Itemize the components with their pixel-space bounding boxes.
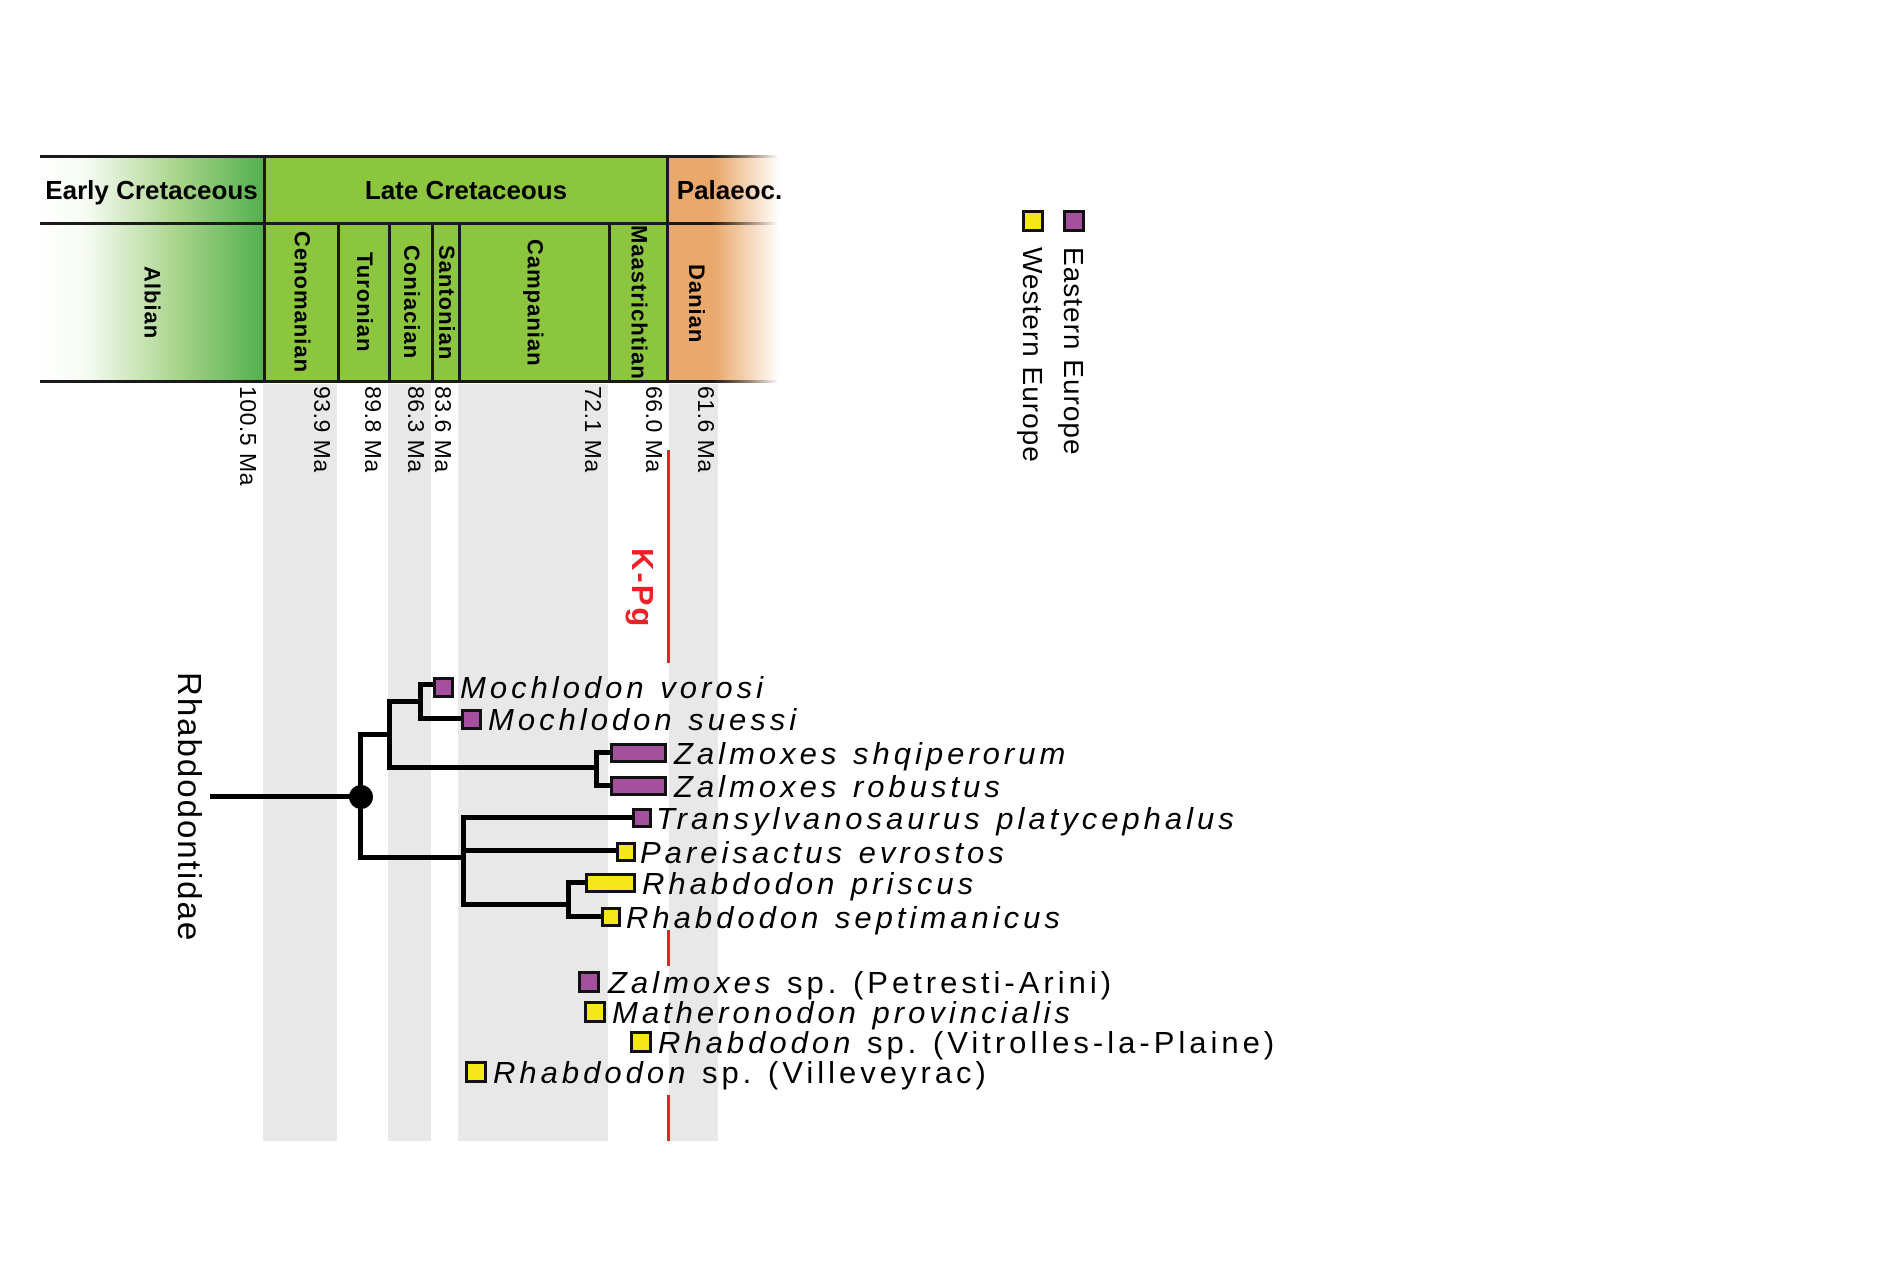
stage-cell-coniacian: Coniacian xyxy=(388,225,431,383)
tick-label: 61.6 Ma xyxy=(693,386,719,473)
stage-label: Coniacian xyxy=(399,245,424,360)
occurrence-label-matheronodon: Matheronodon provincialis xyxy=(612,995,1074,1031)
occurrence-genus: Rhabdodon xyxy=(493,1055,690,1090)
branch-vertical xyxy=(461,815,466,907)
occurrence-genus: Matheronodon provincialis xyxy=(612,995,1074,1030)
branch-vertical xyxy=(594,750,599,788)
branch-rhabdodon-clade xyxy=(461,902,568,907)
branch-vertical xyxy=(418,682,423,721)
timescale-border-fade xyxy=(669,155,790,158)
branch-rhabdodon-septimanicus xyxy=(566,914,604,919)
tip-label-rhabdodon-priscus: Rhabdodon priscus xyxy=(642,866,978,901)
stage-label: Turonian xyxy=(352,252,377,353)
branch-vertical xyxy=(387,699,392,770)
stage-cell-cenomanian: Cenomanian xyxy=(263,225,337,383)
marker-rhabdodon-villeveyrac xyxy=(465,1061,487,1083)
period-cell-palaeocene: Palaeoc. xyxy=(669,155,790,225)
clade-label: Rhabdodontidae xyxy=(171,672,208,943)
tick-label: 72.1 Ma xyxy=(580,386,606,473)
tick-label: 100.5 Ma xyxy=(235,386,261,486)
marker-rhabdodon-septimanicus xyxy=(601,907,621,927)
period-label: Early Cretaceous xyxy=(45,174,258,205)
branch xyxy=(361,732,390,737)
tip-label-zalmoxes-shqiperorum: Zalmoxes shqiperorum xyxy=(674,736,1070,771)
branch-transylvanosaurus xyxy=(461,815,635,820)
tip-label-zalmoxes-robustus: Zalmoxes robustus xyxy=(674,769,1004,804)
branch-zalmoxes-robustus xyxy=(594,783,613,788)
branch-pareisactus xyxy=(461,848,619,853)
tick-label: 86.3 Ma xyxy=(403,386,429,473)
kpg-line-segment xyxy=(667,930,670,966)
branch-mochlodon-vorosi xyxy=(418,682,436,687)
occurrence-genus: Rhabdodon xyxy=(658,1025,855,1060)
stripe-coniacian xyxy=(388,384,431,1141)
occurrence-label-rhabdodon-vitrolles: Rhabdodon sp. (Vitrolles-la-Plaine) xyxy=(658,1025,1278,1061)
tip-label-rhabdodon-septimanicus: Rhabdodon septimanicus xyxy=(626,900,1064,935)
stage-label: Santonian xyxy=(434,244,459,361)
range-box-zalmoxes-shqiperorum xyxy=(610,743,667,763)
kpg-boundary-label: K-Pg xyxy=(625,548,660,629)
legend-swatch-western-europe xyxy=(1022,210,1044,232)
period-cell-late-cretaceous: Late Cretaceous xyxy=(263,155,669,225)
branch-vertical xyxy=(566,880,571,919)
branch-mochlodon-suessi xyxy=(418,716,464,721)
stage-label: Albian xyxy=(139,265,165,340)
marker-transylvanosaurus xyxy=(632,808,652,828)
branch-zalmoxes-shqiperorum xyxy=(594,750,613,755)
stage-cell-campanian: Campanian xyxy=(458,225,608,383)
stage-label: Campanian xyxy=(522,238,548,367)
occurrence-rest: sp. (Villeveyrac) xyxy=(689,1055,990,1090)
kpg-line-segment xyxy=(667,1095,670,1141)
occurrence-genus: Zalmoxes xyxy=(608,965,775,1000)
occurrence-rest: sp. (Petresti-Arini) xyxy=(774,965,1116,1000)
tip-label-mochlodon-suessi: Mochlodon suessi xyxy=(488,702,801,737)
stage-cell-albian: Albian xyxy=(40,225,263,383)
range-box-zalmoxes-robustus xyxy=(610,776,667,796)
marker-mochlodon-suessi xyxy=(461,709,482,730)
stage-cell-danian: Danian xyxy=(669,225,790,383)
tip-label-transylvanosaurus: Transylvanosaurus platycephalus xyxy=(656,801,1238,836)
stripe-cenomanian xyxy=(263,384,337,1141)
occurrence-label-zalmoxes-sp: Zalmoxes sp. (Petresti-Arini) xyxy=(608,965,1115,1001)
period-label: Palaeoc. xyxy=(676,174,783,205)
tick-label: 89.8 Ma xyxy=(360,386,386,473)
legend-label-western-europe: Western Europe xyxy=(1017,247,1048,463)
tip-label-pareisactus: Pareisactus evrostos xyxy=(640,835,1008,870)
branch-western-clade xyxy=(361,855,463,860)
stripe-danian xyxy=(669,384,718,1141)
stage-label: Danian xyxy=(684,264,709,344)
timescale-border-fade xyxy=(669,380,790,383)
period-label: Late Cretaceous xyxy=(364,174,568,205)
tick-label: 83.6 Ma xyxy=(430,386,456,473)
branch-root xyxy=(210,794,363,799)
tick-label: 66.0 Ma xyxy=(641,386,667,473)
legend-swatch-eastern-europe xyxy=(1063,210,1085,232)
occurrence-label-rhabdodon-villeveyrac: Rhabdodon sp. (Villeveyrac) xyxy=(493,1055,990,1091)
occurrence-rest: sp. (Vitrolles-la-Plaine) xyxy=(854,1025,1279,1060)
branch-rhabdodon-priscus xyxy=(566,880,588,885)
range-box-rhabdodon-priscus xyxy=(585,873,636,893)
tick-label: 93.9 Ma xyxy=(309,386,335,473)
stage-cell-maastrichtian: Maastrichtian xyxy=(608,225,669,383)
branch-zalmoxes-clade xyxy=(387,765,597,770)
root-node-dot xyxy=(349,785,373,809)
marker-pareisactus xyxy=(616,842,636,862)
kpg-line-segment xyxy=(667,450,670,663)
legend-label-eastern-europe: Eastern Europe xyxy=(1058,247,1089,456)
marker-zalmoxes-sp xyxy=(578,971,600,993)
period-cell-early-cretaceous: Early Cretaceous xyxy=(40,155,263,225)
timescale-border-fade xyxy=(669,222,790,225)
tip-label-mochlodon-vorosi: Mochlodon vorosi xyxy=(460,670,767,705)
marker-rhabdodon-vitrolles xyxy=(630,1031,652,1053)
marker-mochlodon-vorosi xyxy=(433,677,454,698)
marker-matheronodon xyxy=(584,1001,606,1023)
stage-cell-turonian: Turonian xyxy=(337,225,388,383)
stage-label: Cenomanian xyxy=(289,231,315,374)
stripe-campanian xyxy=(458,384,608,1141)
stage-cell-santonian: Santonian xyxy=(431,225,459,383)
branch xyxy=(387,699,421,704)
stage-label: Maastrichtian xyxy=(626,225,652,380)
